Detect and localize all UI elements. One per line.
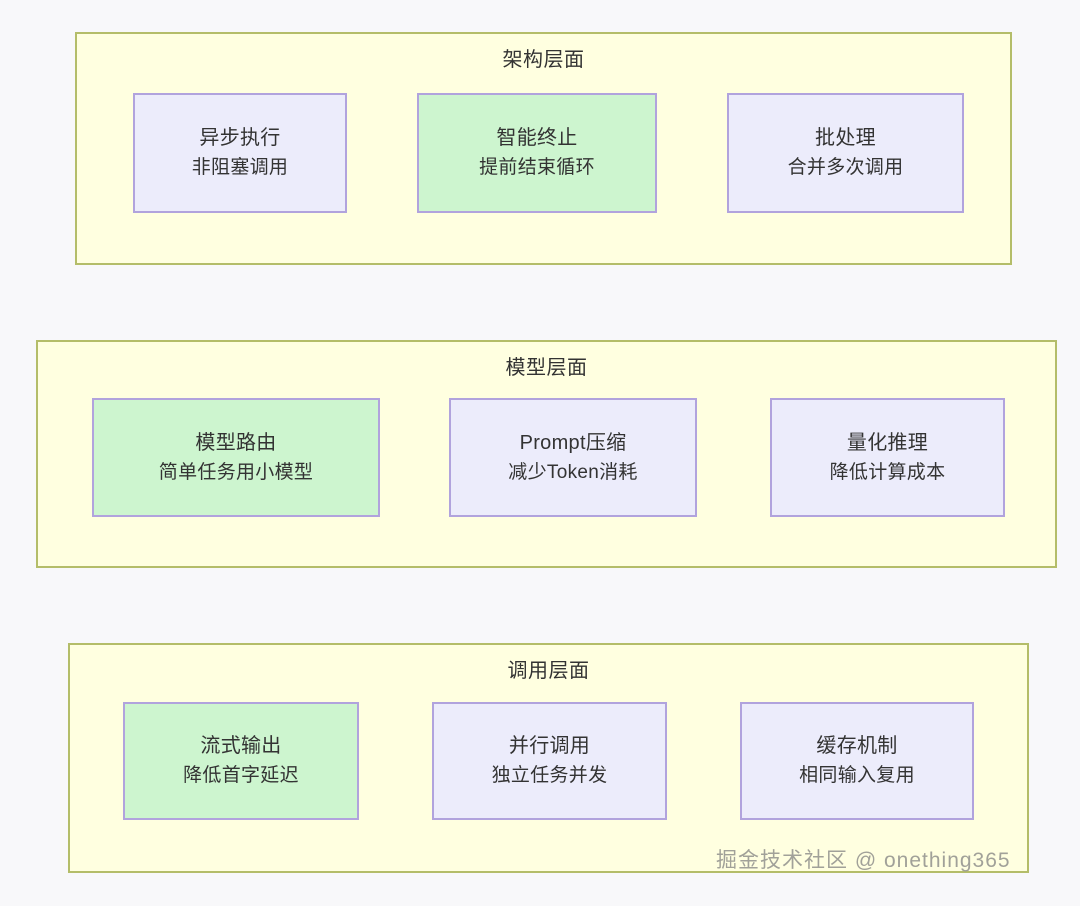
item-box-quantized-inference[interactable]: 量化推理降低计算成本 bbox=[770, 398, 1005, 517]
item-title-caching-mechanism: 缓存机制 bbox=[816, 735, 898, 757]
item-title-smart-termination: 智能终止 bbox=[496, 127, 578, 149]
layer-group-architecture-layer: 架构层面异步执行非阻塞调用智能终止提前结束循环批处理合并多次调用 bbox=[75, 32, 1012, 265]
layer-title-invocation-layer: 调用层面 bbox=[507, 660, 590, 682]
item-title-model-routing: 模型路由 bbox=[195, 431, 277, 454]
layer-title-model-layer: 模型层面 bbox=[505, 357, 588, 379]
item-box-prompt-compression[interactable]: Prompt压缩减少Token消耗 bbox=[449, 398, 697, 517]
item-title-batch-processing: 批处理 bbox=[815, 127, 876, 149]
item-title-quantized-inference: 量化推理 bbox=[846, 431, 929, 454]
item-subtitle-caching-mechanism: 相同输入复用 bbox=[799, 765, 915, 786]
item-subtitle-quantized-inference: 降低计算成本 bbox=[829, 461, 946, 483]
item-subtitle-prompt-compression: 减少Token消耗 bbox=[508, 461, 638, 483]
item-subtitle-streaming-output: 降低首字延迟 bbox=[183, 765, 299, 786]
item-box-parallel-invocation[interactable]: 并行调用独立任务并发 bbox=[432, 702, 667, 820]
item-subtitle-parallel-invocation: 独立任务并发 bbox=[491, 765, 608, 786]
item-subtitle-smart-termination: 提前结束循环 bbox=[479, 157, 595, 178]
item-subtitle-batch-processing: 合并多次调用 bbox=[787, 157, 904, 178]
layer-group-invocation-layer: 调用层面流式输出降低首字延迟并行调用独立任务并发缓存机制相同输入复用 bbox=[68, 643, 1029, 873]
item-title-prompt-compression: Prompt压缩 bbox=[519, 431, 627, 454]
layer-title-architecture-layer: 架构层面 bbox=[502, 49, 585, 71]
item-box-async-execution[interactable]: 异步执行非阻塞调用 bbox=[133, 93, 347, 213]
item-subtitle-model-routing: 简单任务用小模型 bbox=[158, 461, 314, 483]
item-box-streaming-output[interactable]: 流式输出降低首字延迟 bbox=[123, 702, 359, 820]
item-title-streaming-output: 流式输出 bbox=[200, 735, 282, 757]
item-title-async-execution: 异步执行 bbox=[199, 127, 281, 149]
item-title-parallel-invocation: 并行调用 bbox=[508, 735, 591, 757]
watermark-text: 掘金技术社区 @ onething365 bbox=[716, 849, 1011, 872]
item-box-model-routing[interactable]: 模型路由简单任务用小模型 bbox=[92, 398, 380, 517]
item-box-caching-mechanism[interactable]: 缓存机制相同输入复用 bbox=[740, 702, 974, 820]
item-box-smart-termination[interactable]: 智能终止提前结束循环 bbox=[417, 93, 657, 213]
item-box-batch-processing[interactable]: 批处理合并多次调用 bbox=[727, 93, 964, 213]
item-subtitle-async-execution: 非阻塞调用 bbox=[191, 157, 289, 178]
